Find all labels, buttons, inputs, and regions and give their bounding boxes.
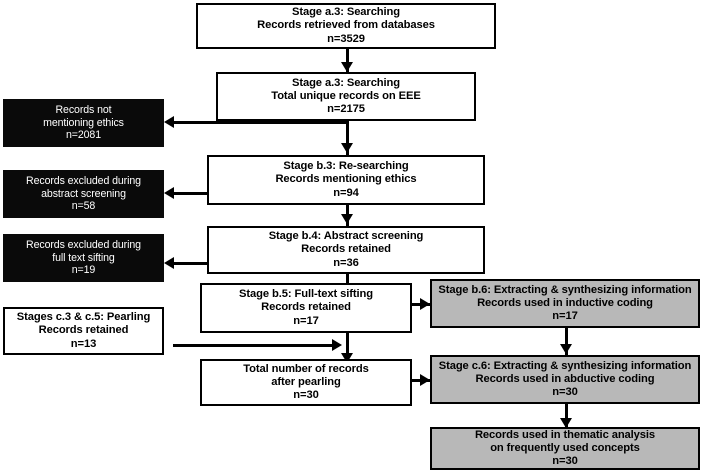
node-stage-c6-abductive-coding[interactable]: Stage c.6: Extracting & synthesizing inf… bbox=[430, 355, 700, 404]
node-stage-b6-inductive-coding[interactable]: Stage b.6: Extracting & synthesizing inf… bbox=[430, 279, 700, 328]
node-line-1: Records not bbox=[55, 104, 112, 117]
node-records-not-mentioning-ethics[interactable]: Records not mentioning ethics n=2081 bbox=[3, 99, 164, 147]
node-line-3: n=13 bbox=[70, 337, 97, 350]
arrowhead-excluded-abstract bbox=[164, 187, 174, 199]
connector-b4-to-b5 bbox=[346, 263, 349, 296]
node-line-1: Stage a.3: Searching bbox=[291, 76, 401, 89]
arrowhead-excluded-ethics bbox=[164, 116, 174, 128]
node-line-1: Total number of records bbox=[243, 362, 369, 375]
node-line-1: Stage c.6: Extracting & synthesizing inf… bbox=[438, 359, 692, 372]
node-line-3: n=3529 bbox=[327, 32, 365, 45]
arrowhead-inductive-to-abductive bbox=[560, 344, 572, 354]
connector-b5-to-total bbox=[346, 333, 349, 365]
node-line-3: n=17 bbox=[293, 314, 319, 327]
node-line-2: after pearling bbox=[271, 375, 341, 388]
node-line-1: Records excluded during bbox=[26, 239, 141, 252]
node-line-2: Records used in inductive coding bbox=[477, 296, 653, 309]
node-line-3: n=17 bbox=[552, 310, 578, 323]
node-line-1: Stage a.3: Searching bbox=[291, 6, 401, 19]
node-line-3: n=36 bbox=[333, 256, 359, 269]
node-line-1: Records used in thematic analysis bbox=[474, 428, 656, 441]
node-line-3: n=58 bbox=[71, 200, 96, 213]
node-line-1: Stage b.3: Re-searching bbox=[283, 160, 409, 173]
node-line-3: n=19 bbox=[71, 264, 96, 277]
node-line-2: abstract screening bbox=[41, 187, 126, 200]
arrowhead-b3-to-b4 bbox=[341, 214, 353, 224]
node-line-2: full text sifting bbox=[52, 251, 115, 264]
node-line-2: Records retained bbox=[261, 301, 351, 314]
node-line-2: Records mentioning ethics bbox=[275, 173, 417, 186]
node-line-3: n=30 bbox=[552, 386, 578, 399]
node-line-2: Records retained bbox=[38, 324, 129, 337]
connector-inductive-to-abductive bbox=[565, 328, 568, 356]
node-line-2: Records retrieved from databases bbox=[257, 19, 435, 32]
arrowhead-b5-to-inductive bbox=[420, 298, 430, 310]
arrowhead-retrieved-to-unique bbox=[341, 62, 353, 72]
node-line-1: Stage b.5: Full-text sifting bbox=[239, 288, 373, 301]
node-line-1: Stages c.3 & c.5: Pearling bbox=[16, 311, 151, 324]
node-total-records-after-pearling[interactable]: Total number of records after pearling n… bbox=[200, 359, 412, 406]
node-stage-b4-abstract-screening[interactable]: Stage b.4: Abstract screening Records re… bbox=[207, 226, 485, 274]
arrowhead-b5-to-total bbox=[341, 353, 353, 363]
node-line-3: n=2175 bbox=[327, 103, 365, 116]
node-records-excluded-abstract-screening[interactable]: Records excluded during abstract screeni… bbox=[3, 170, 164, 218]
node-line-1: Stage b.6: Extracting & synthesizing inf… bbox=[438, 283, 692, 296]
node-line-2: Total unique records on EEE bbox=[271, 89, 421, 102]
node-line-1: Records excluded during bbox=[26, 175, 141, 188]
node-stage-b5-full-text-sifting[interactable]: Stage b.5: Full-text sifting Records ret… bbox=[200, 283, 412, 333]
connector-pearling-to-merge bbox=[173, 344, 339, 347]
arrowhead-abductive-to-thematic bbox=[560, 418, 572, 428]
node-stage-a3-records-retrieved[interactable]: Stage a.3: Searching Records retrieved f… bbox=[196, 3, 496, 49]
node-line-2: Records retained bbox=[301, 243, 391, 256]
node-line-3: n=94 bbox=[333, 186, 359, 199]
node-line-3: n=30 bbox=[552, 455, 578, 468]
connector-retrieved-to-unique bbox=[346, 49, 349, 72]
arrowhead-total-to-abductive bbox=[420, 374, 430, 386]
arrowhead-excluded-fulltext bbox=[164, 257, 174, 269]
node-line-2: on frequently used concepts bbox=[490, 441, 640, 454]
node-line-2: Records used in abductive coding bbox=[475, 372, 655, 385]
node-line-3: n=2081 bbox=[65, 129, 102, 142]
node-stage-a3-unique-records[interactable]: Stage a.3: Searching Total unique record… bbox=[216, 72, 476, 121]
node-line-2: mentioning ethics bbox=[43, 116, 124, 129]
node-line-3: n=30 bbox=[293, 389, 319, 402]
connector-unique-to-b3 bbox=[346, 121, 349, 155]
branch-unique-to-excluded-ethics bbox=[173, 121, 349, 124]
node-stages-c3-c5-pearling[interactable]: Stages c.3 & c.5: Pearling Records retai… bbox=[3, 307, 164, 355]
node-line-1: Stage b.4: Abstract screening bbox=[268, 230, 424, 243]
node-records-thematic-analysis[interactable]: Records used in thematic analysis on fre… bbox=[430, 427, 700, 470]
arrowhead-unique-to-b3 bbox=[341, 143, 353, 153]
arrowhead-pearling-merge bbox=[332, 339, 342, 351]
connector-b3-to-b4 bbox=[346, 193, 349, 226]
node-records-excluded-full-text-sifting[interactable]: Records excluded during full text siftin… bbox=[3, 234, 164, 282]
node-stage-b3-records-mentioning-ethics[interactable]: Stage b.3: Re-searching Records mentioni… bbox=[207, 155, 485, 205]
connector-abductive-to-thematic bbox=[565, 404, 568, 428]
